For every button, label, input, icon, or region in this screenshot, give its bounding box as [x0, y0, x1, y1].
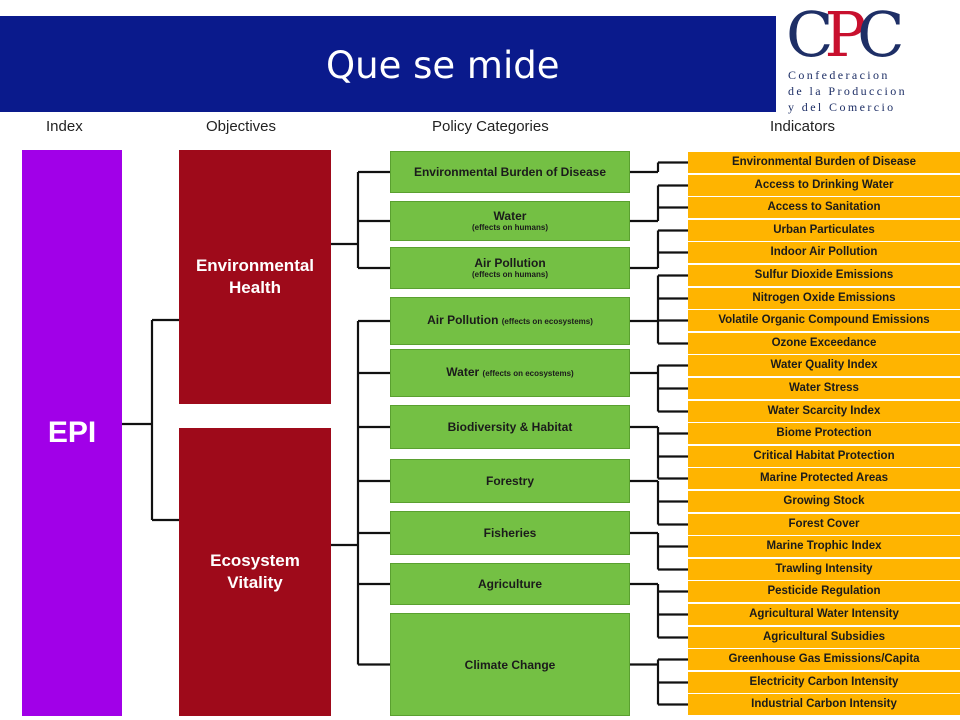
indicator-box: Agricultural Subsidies [688, 627, 960, 648]
indicator-box: Access to Drinking Water [688, 175, 960, 196]
indicator-box: Critical Habitat Protection [688, 446, 960, 467]
policy-category-qualifier: (effects on humans) [471, 223, 548, 232]
index-box: EPI [22, 150, 122, 716]
logo-line-1: Confederacion [788, 68, 890, 82]
indicator-box: Ozone Exceedance [688, 333, 960, 354]
indicator-box: Biome Protection [688, 423, 960, 444]
indicator-box: Volatile Organic Compound Emissions [688, 310, 960, 331]
header-index: Index [46, 118, 83, 135]
indicator-box: Trawling Intensity [688, 559, 960, 580]
header-policy-categories: Policy Categories [432, 118, 549, 135]
policy-category-label: Agriculture [477, 577, 542, 591]
policy-category-line: Air Pollution (effects on ecosystems) [427, 313, 593, 329]
policy-category-qualifier: (effects on ecosystems) [482, 369, 574, 378]
indicator-box: Electricity Carbon Intensity [688, 672, 960, 693]
title-banner [0, 16, 776, 112]
policy-category-box: Forestry [390, 459, 630, 503]
indicator-box: Greenhouse Gas Emissions/Capita [688, 649, 960, 670]
indicator-box: Water Quality Index [688, 355, 960, 376]
policy-category-label: Forestry [485, 474, 535, 488]
indicator-box: Industrial Carbon Intensity [688, 694, 960, 715]
header-objectives: Objectives [206, 118, 277, 135]
policy-category-qualifier: (effects on ecosystems) [501, 317, 593, 326]
policy-category-label: Water [493, 209, 527, 223]
objective-environmental-health: Environmental Health [179, 150, 331, 404]
policy-category-label: Air Pollution [427, 313, 499, 327]
policy-category-box: Agriculture [390, 563, 630, 605]
slide-title: Que se mide [326, 44, 560, 87]
policy-category-box: Environmental Burden of Disease [390, 151, 630, 193]
cpc-logo: CPC Confederacion de la Produccion y del… [778, 0, 960, 114]
policy-category-box: Air Pollution (effects on ecosystems) [390, 297, 630, 345]
indicator-box: Access to Sanitation [688, 197, 960, 218]
indicator-box: Indoor Air Pollution [688, 242, 960, 263]
indicator-box: Marine Trophic Index [688, 536, 960, 557]
policy-category-box: Water(effects on humans) [390, 201, 630, 241]
policy-category-box: Fisheries [390, 511, 630, 555]
policy-category-qualifier: (effects on humans) [471, 270, 548, 279]
policy-category-box: Biodiversity & Habitat [390, 405, 630, 449]
indicator-box: Water Scarcity Index [688, 401, 960, 422]
policy-category-label: Water [446, 365, 480, 379]
policy-category-box: Climate Change [390, 613, 630, 716]
policy-category-label: Air Pollution [474, 256, 546, 270]
policy-category-label: Environmental Burden of Disease [413, 165, 607, 179]
indicator-box: Agricultural Water Intensity [688, 604, 960, 625]
indicator-box: Marine Protected Areas [688, 468, 960, 489]
objective-label: Environmental Health [195, 256, 315, 297]
indicator-box: Nitrogen Oxide Emissions [688, 288, 960, 309]
policy-category-label: Biodiversity & Habitat [447, 420, 573, 434]
objective-ecosystem-vitality: Ecosystem Vitality [179, 428, 331, 716]
indicator-box: Growing Stock [688, 491, 960, 512]
policy-category-box: Air Pollution(effects on humans) [390, 247, 630, 289]
policy-category-label: Fisheries [483, 526, 537, 540]
policy-category-label: Climate Change [464, 657, 556, 672]
logo-line-2: de la Produccion [788, 84, 908, 98]
indicator-box: Forest Cover [688, 514, 960, 535]
policy-category-box: Water (effects on ecosystems) [390, 349, 630, 397]
policy-category-line: Water (effects on ecosystems) [446, 365, 573, 381]
indicator-box: Environmental Burden of Disease [688, 152, 960, 173]
indicator-box: Sulfur Dioxide Emissions [688, 265, 960, 286]
logo-line-3: y del Comercio [788, 100, 896, 114]
objective-label: Ecosystem Vitality [210, 551, 300, 592]
indicator-box: Water Stress [688, 378, 960, 399]
indicator-box: Pesticide Regulation [688, 581, 960, 602]
indicator-box: Urban Particulates [688, 220, 960, 241]
header-indicators: Indicators [770, 118, 836, 135]
